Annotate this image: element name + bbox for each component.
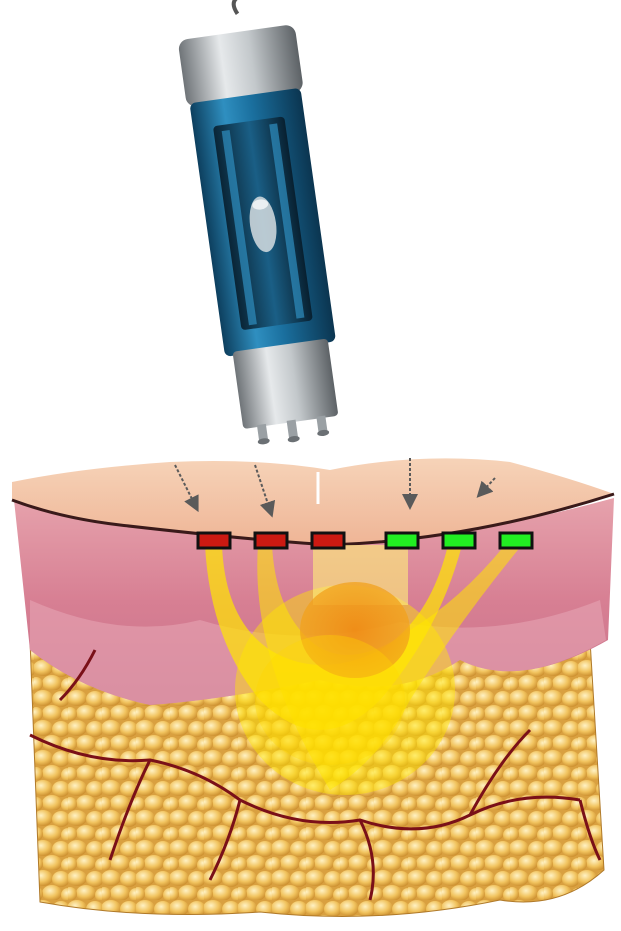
electrode-negative [312,533,344,548]
electrode-positive [386,533,418,548]
device-bottom-cap [232,338,338,429]
electrode-positive [443,533,475,548]
electrode-positive [500,533,532,548]
rf-handpiece-icon [173,0,352,450]
electrode-negative [255,533,287,548]
electrode-negative [198,533,230,548]
